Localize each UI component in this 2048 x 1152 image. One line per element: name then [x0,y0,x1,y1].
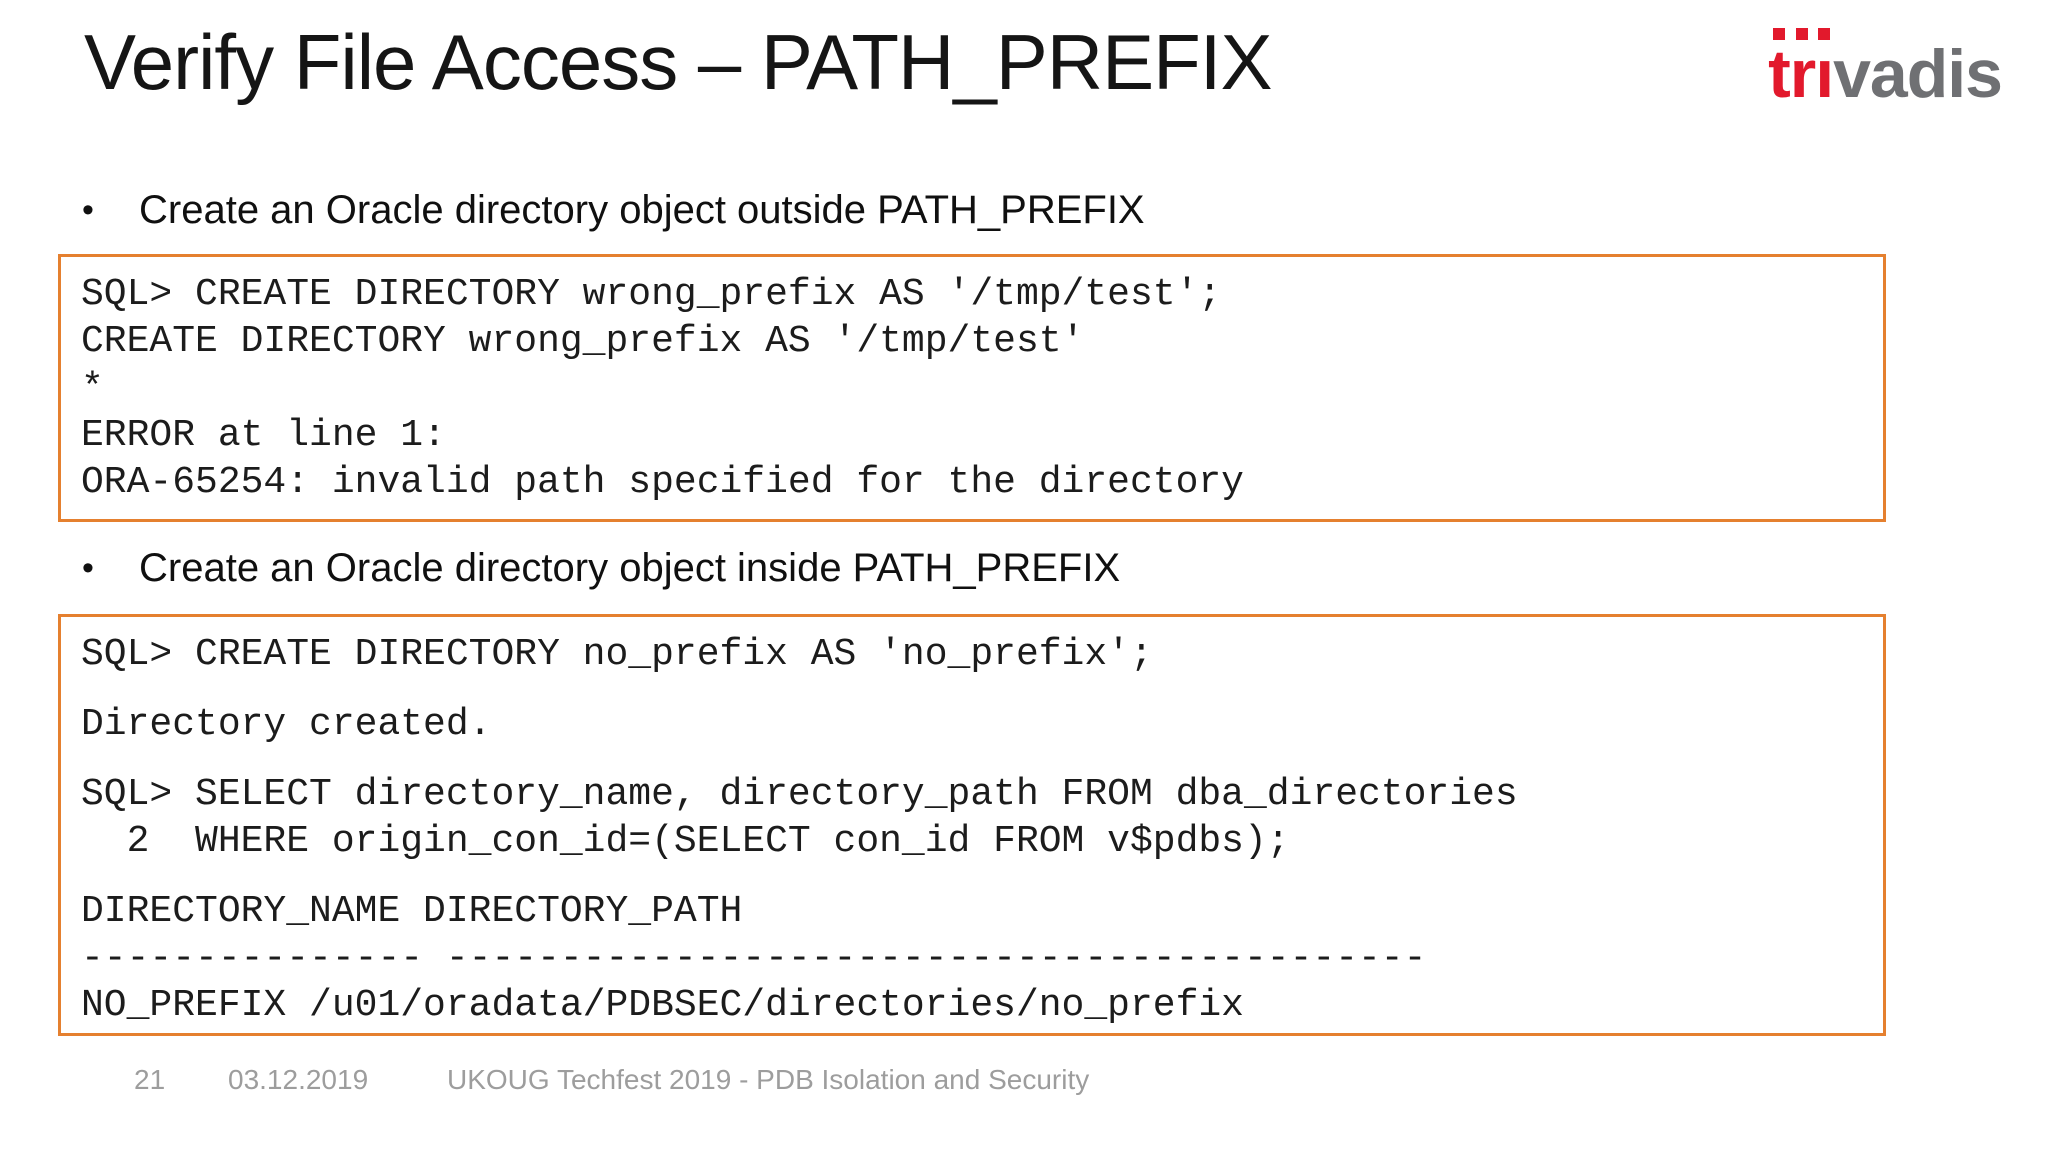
code-line: 2 WHERE origin_con_id=(SELECT con_id FRO… [81,820,1290,863]
code-line [81,678,1873,701]
bullet-icon: • [82,549,94,587]
trivadis-logo: trıvadis [1768,26,2003,108]
code-line: SQL> CREATE DIRECTORY no_prefix AS 'no_p… [81,633,1153,676]
logo-letter-i: ı [1815,36,1834,112]
code-line: ERROR at line 1: [81,414,446,457]
logo-letter-t: t [1768,36,1791,112]
code-line: DIRECTORY_NAME DIRECTORY_PATH [81,890,743,933]
footer-page-number: 21 [134,1064,166,1095]
code-line: --------------- ------------------------… [81,937,1427,980]
code-line: NO_PREFIX /u01/oradata/PDBSEC/directorie… [81,984,1244,1027]
slide-footer: 21 03.12.2019 UKOUG Techfest 2019 - PDB … [0,1062,2048,1122]
code-block-create-directory-outside: SQL> CREATE DIRECTORY wrong_prefix AS '/… [58,254,1886,522]
code-line: ORA-65254: invalid path specified for th… [81,461,1244,504]
code-block-create-directory-inside: SQL> CREATE DIRECTORY no_prefix AS 'no_p… [58,614,1886,1036]
code-line [81,748,1873,771]
slide-title: Verify File Access – PATH_PREFIX [84,18,1272,106]
logo-letter-r: r [1789,36,1816,112]
logo-red-part: trı [1768,36,1834,112]
code-line: Directory created. [81,703,492,746]
bullet-item-inside-path-prefix: • Create an Oracle directory object insi… [82,544,1120,592]
bullet-text: Create an Oracle directory object inside… [139,546,1121,590]
bullet-item-outside-path-prefix: • Create an Oracle directory object outs… [82,186,1145,234]
footer-date: 03.12.2019 [228,1064,369,1095]
code-line: * [81,367,104,410]
logo-gray-part: vadis [1833,36,2003,112]
code-line: CREATE DIRECTORY wrong_prefix AS '/tmp/t… [81,320,1085,363]
code-line [81,865,1873,888]
code-line: SQL> SELECT directory_name, directory_pa… [81,773,1518,816]
bullet-icon: • [82,191,94,229]
footer-event-title: UKOUG Techfest 2019 - PDB Isolation and … [447,1064,1090,1095]
code-line: SQL> CREATE DIRECTORY wrong_prefix AS '/… [81,273,1222,316]
bullet-text: Create an Oracle directory object outsid… [139,188,1145,232]
